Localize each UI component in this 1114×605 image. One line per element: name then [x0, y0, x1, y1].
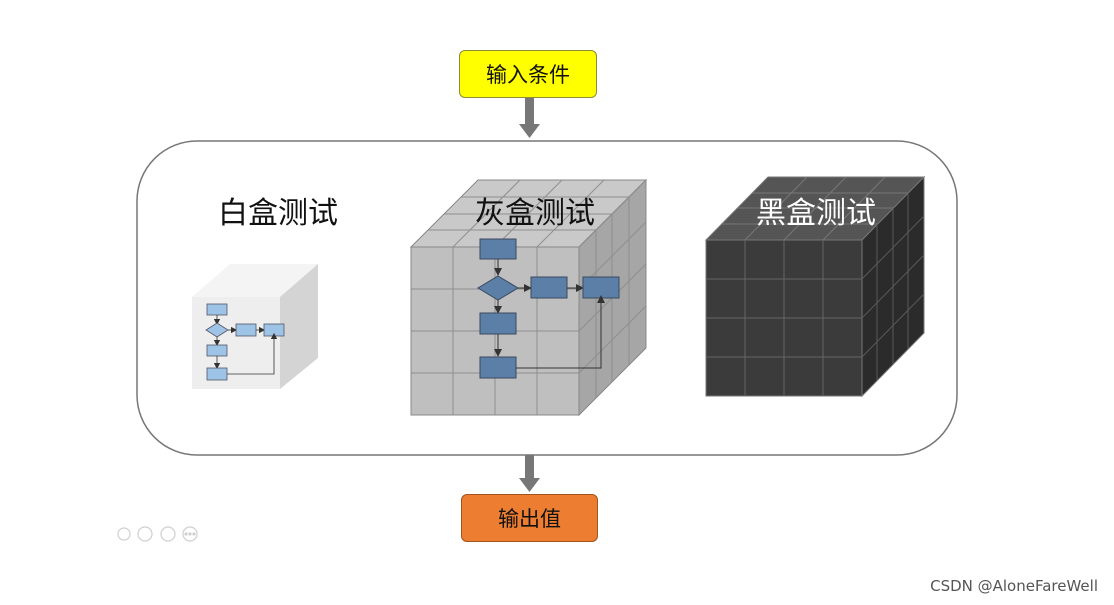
- grey-box-cube: [409, 178, 648, 417]
- more-icon: [182, 526, 198, 542]
- black-box-label: 黑盒测试: [756, 196, 876, 231]
- black-side-grid: [861, 193, 925, 380]
- input-conditions-label: 输入条件: [486, 63, 570, 87]
- black-front-grid: [706, 240, 862, 396]
- output-value-label: 输出值: [498, 507, 561, 531]
- white-box-label: 白盒测试: [218, 196, 338, 231]
- black-top-grid: [721, 176, 908, 241]
- grey-top-grid: [428, 179, 629, 248]
- pen-icon: [137, 526, 153, 542]
- slide-controls: [117, 526, 198, 542]
- grey-box-label: 灰盒测试: [475, 196, 595, 231]
- zoom-icon: [160, 526, 176, 542]
- input-conditions-node: 输入条件: [459, 50, 597, 98]
- back-icon: [117, 527, 131, 541]
- output-connector: [519, 455, 540, 492]
- grey-flowchart: [477, 238, 620, 379]
- input-connector: [519, 98, 540, 138]
- black-box-cube: [704, 175, 926, 398]
- white-flowchart: [205, 303, 285, 381]
- output-value-node: 输出值: [461, 494, 598, 542]
- white-box-cube: [192, 264, 318, 389]
- csdn-watermark: CSDN @AloneFareWell: [930, 577, 1098, 595]
